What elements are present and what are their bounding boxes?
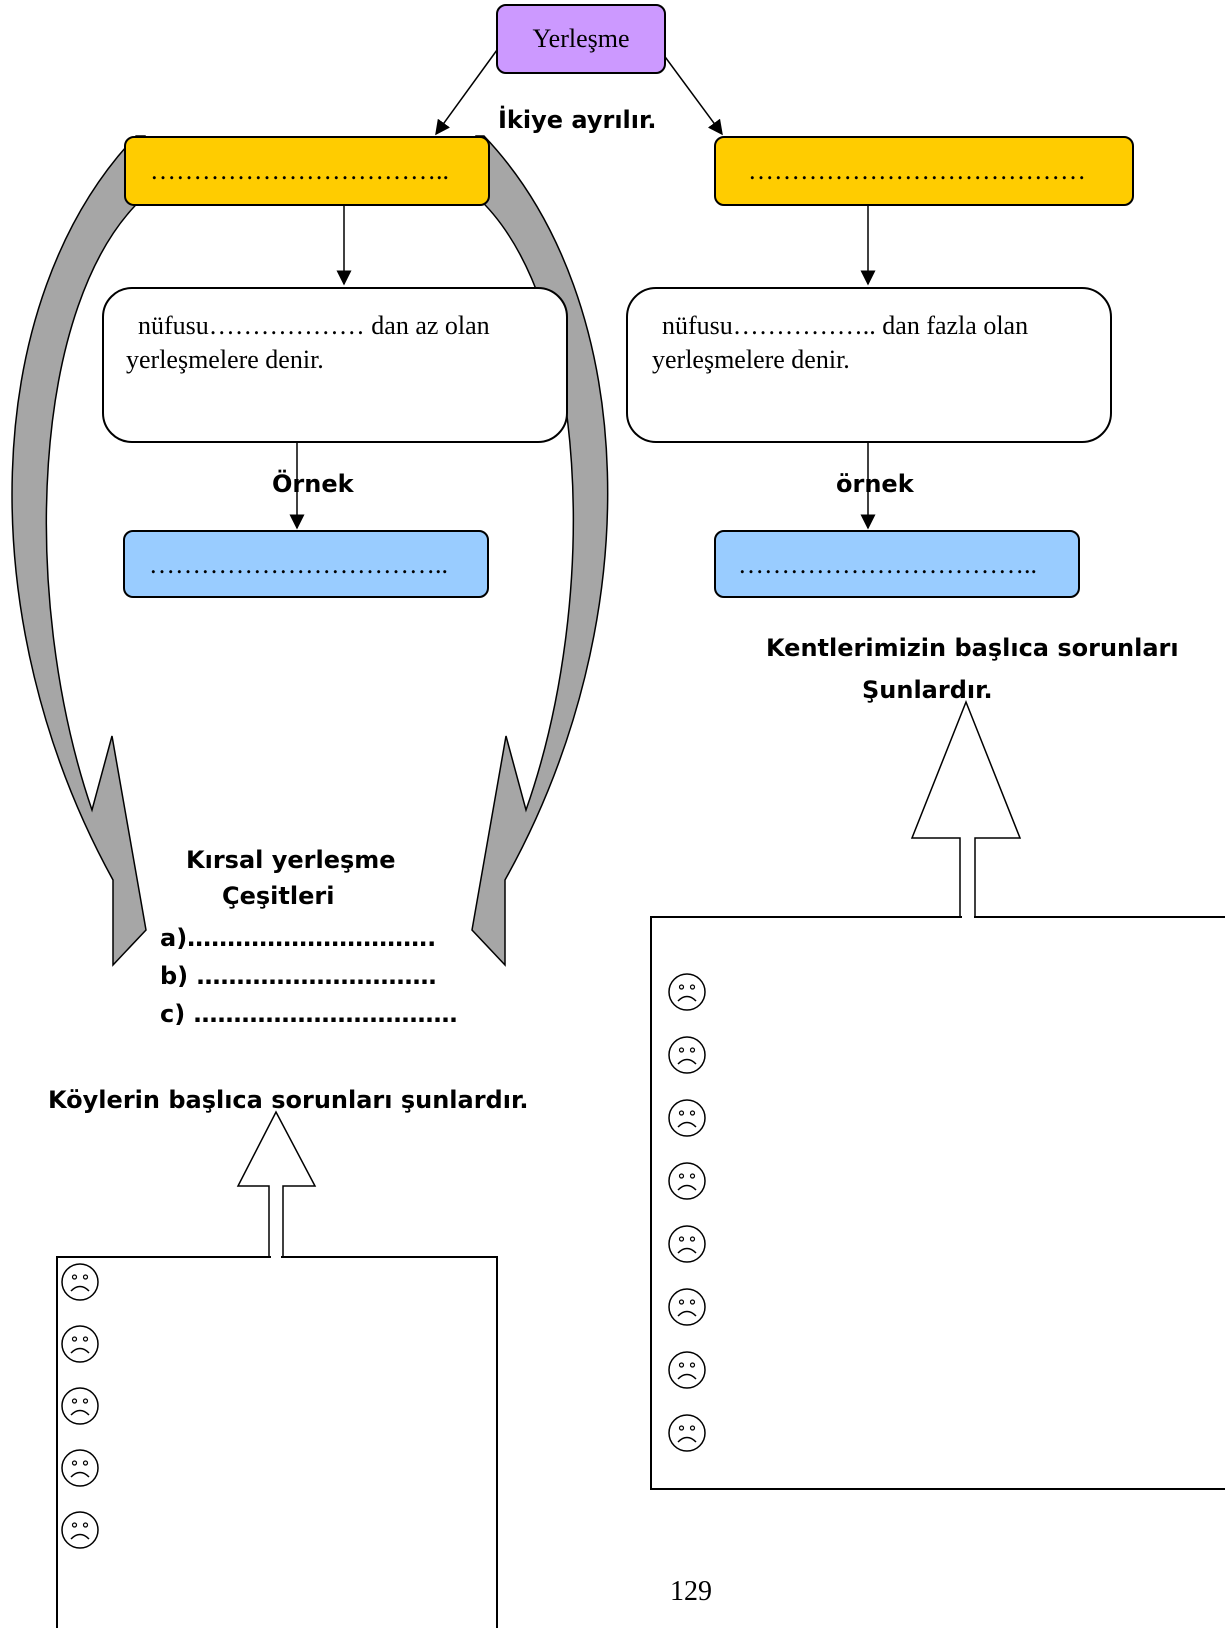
- block-arrow-right-up: [910, 699, 1022, 916]
- rural-example-box[interactable]: ……………………………..: [123, 530, 489, 598]
- rural-type-item-c[interactable]: c) ……………………………: [160, 1000, 458, 1028]
- curved-arrow-left: [11, 135, 147, 967]
- rural-list-gap: [271, 1254, 281, 1259]
- rural-definition-line2: yerleşmelere denir.: [126, 345, 324, 374]
- sad-face-icon: [60, 1510, 100, 1555]
- sad-face-icon: [667, 1161, 707, 1206]
- urban-definition-line1: nüfusu…………….. dan fazla olan: [662, 311, 1029, 340]
- rural-problems-list[interactable]: [56, 1256, 498, 1628]
- urban-list-gap: [962, 914, 974, 919]
- rural-definition-line1: nüfusu……………… dan az olan: [138, 311, 490, 340]
- urban-definition-line2: yerleşmelere denir.: [652, 345, 850, 374]
- rural-type-blank: ……………………………..: [150, 156, 449, 185]
- urban-problems-title-line1: Kentlerimizin başlıca sorunları: [766, 634, 1179, 662]
- urban-example-label: örnek: [836, 470, 914, 498]
- rural-example-blank: ……………………………..: [149, 550, 448, 579]
- arrow-root-right: [659, 49, 723, 136]
- sad-face-icon: [60, 1386, 100, 1431]
- sad-face-icon: [667, 972, 707, 1017]
- sad-face-icon: [667, 1287, 707, 1332]
- rural-definition-box[interactable]: nüfusu……………… dan az olan yerleşmelere de…: [102, 287, 568, 443]
- split-label: İkiye ayrılır.: [498, 106, 657, 134]
- sad-face-icon: [60, 1262, 100, 1307]
- block-arrow-left-up: [236, 1110, 317, 1258]
- rural-problems-title: Köylerin başlıca sorunları şunlardır.: [48, 1086, 529, 1114]
- urban-problems-list[interactable]: [650, 916, 1225, 1490]
- rural-type-item-a[interactable]: a)………………………….: [160, 924, 437, 952]
- urban-type-box[interactable]: …………………………………: [714, 136, 1134, 206]
- rural-types-title-line1: Kırsal yerleşme: [186, 846, 396, 874]
- sad-face-icon: [60, 1324, 100, 1369]
- sad-face-icon: [667, 1098, 707, 1143]
- urban-example-blank: ……………………………..: [738, 550, 1037, 579]
- sad-face-icon: [667, 1413, 707, 1458]
- arrow-root-left: [435, 49, 498, 136]
- sad-face-icon: [667, 1224, 707, 1269]
- rural-type-box[interactable]: ……………………………..: [124, 136, 490, 206]
- curved-arrow-right: [471, 135, 609, 967]
- urban-type-blank: …………………………………: [748, 156, 1086, 185]
- sad-face-icon: [667, 1035, 707, 1080]
- urban-definition-box[interactable]: nüfusu…………….. dan fazla olan yerleşmeler…: [626, 287, 1112, 443]
- rural-example-label: Örnek: [272, 470, 354, 498]
- urban-problems-title-line2: Şunlardır.: [862, 676, 993, 704]
- urban-example-box[interactable]: ……………………………..: [714, 530, 1080, 598]
- root-label: Yerleşme: [532, 24, 630, 53]
- sad-face-icon: [60, 1448, 100, 1493]
- rural-type-item-b[interactable]: b) …………………………: [160, 962, 437, 990]
- page-number: 129: [670, 1576, 712, 1607]
- root-node: Yerleşme: [496, 4, 666, 74]
- sad-face-icon: [667, 1350, 707, 1395]
- rural-types-title-line2: Çeşitleri: [222, 882, 335, 910]
